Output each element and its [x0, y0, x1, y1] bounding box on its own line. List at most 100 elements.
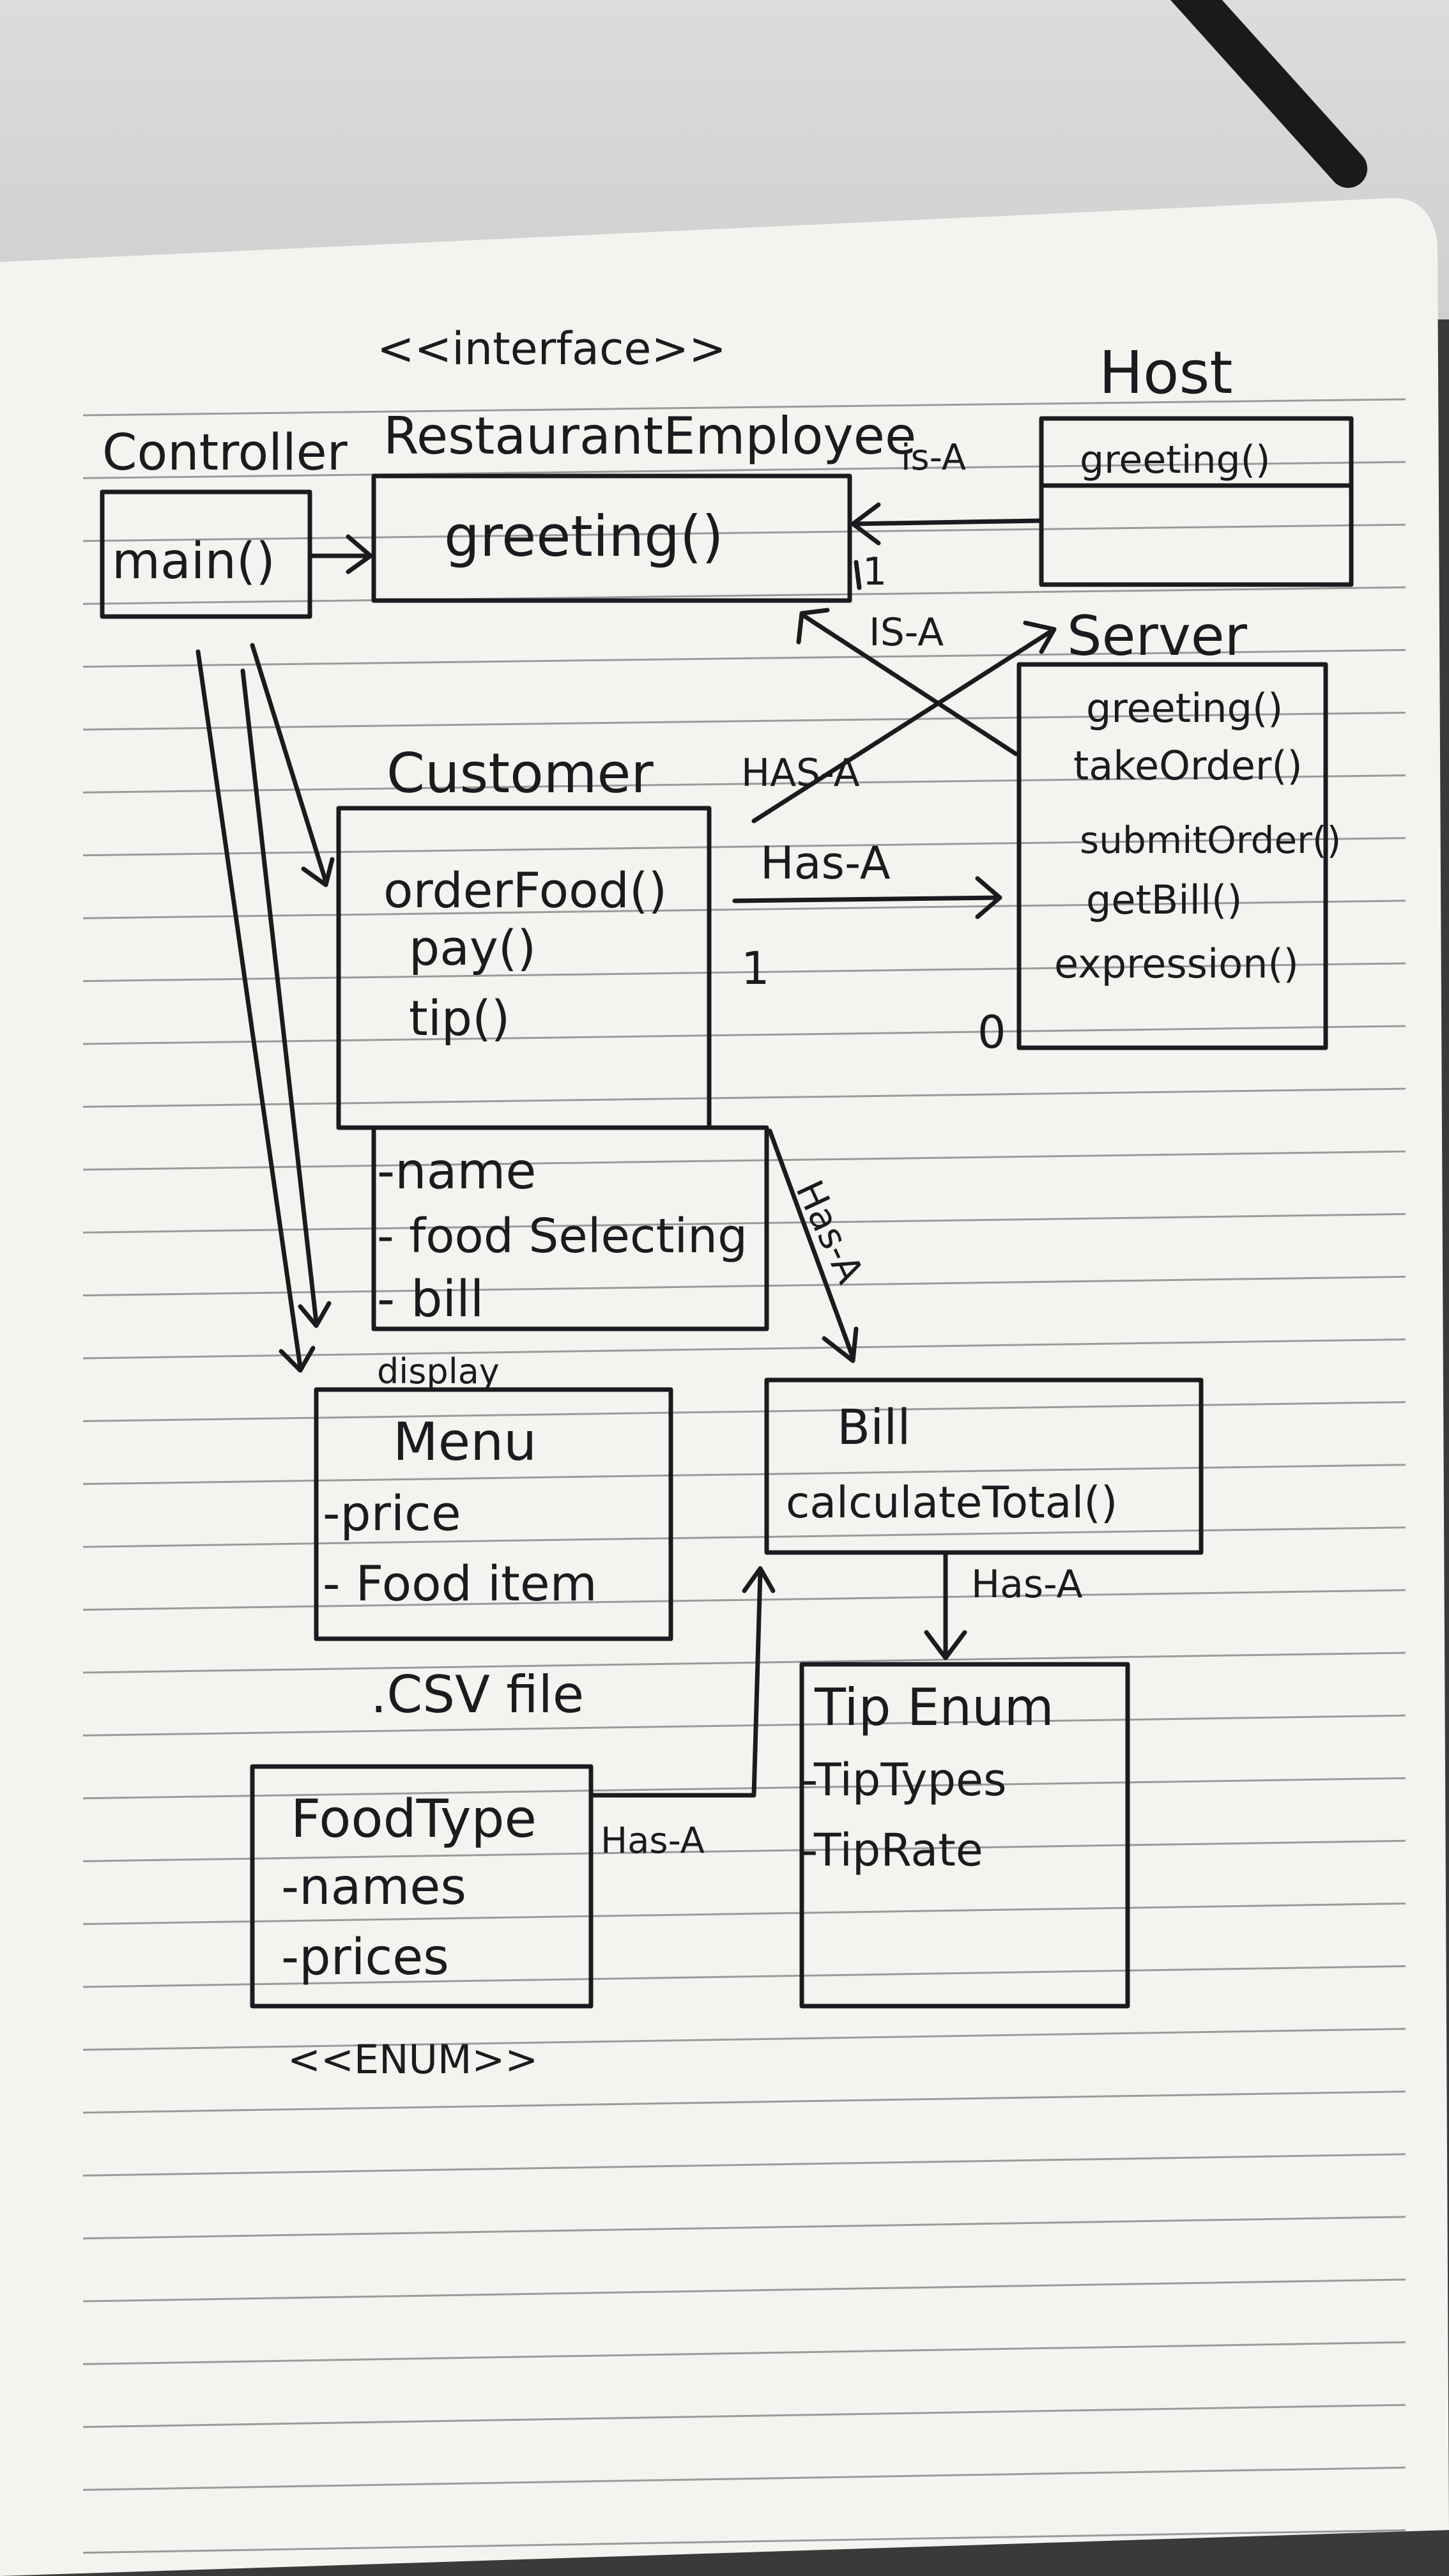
ruled-line: [82, 1965, 1406, 1988]
ruled-line: [82, 712, 1406, 731]
ruled-line: [82, 1401, 1406, 1422]
enum-stereotype: <<ENUM>>: [288, 2036, 538, 2083]
ruled-line: [82, 1464, 1406, 1485]
menu-title: Menu: [393, 1412, 537, 1473]
server-isa-label: IS-A: [869, 610, 944, 655]
bill-method-0: calculateTotal(): [786, 1478, 1117, 1528]
controller-to-menu-arrow-b: [240, 668, 332, 1328]
menu-attribute-1: - Food item: [323, 1555, 597, 1612]
customer-attributes-box: [371, 1125, 769, 1331]
restaurant-employee-box: [371, 473, 852, 603]
customer-server-hasa-upper: [751, 620, 1057, 824]
paper-sheet: [0, 198, 1449, 2576]
ruled-line: [82, 1589, 1406, 1611]
host-title: Host: [1099, 339, 1232, 407]
controller-title: Controller: [102, 424, 348, 482]
bill-box: [764, 1377, 1204, 1555]
customer-title: Customer: [387, 742, 654, 806]
customer-method-2: tip(): [409, 990, 510, 1046]
ruled-line: [82, 648, 1406, 668]
customer-server-hasa-arrow: [732, 876, 1002, 919]
menu-attribute-0: -price: [323, 1485, 461, 1542]
customer-server-hasa-label: Has-A: [760, 837, 891, 889]
display-label: display: [377, 1351, 500, 1392]
server-method-3: getBill(): [1086, 877, 1242, 923]
customer-attribute-0: -name: [377, 1143, 536, 1200]
ruled-line: [82, 774, 1406, 793]
ruled-line: [82, 461, 1406, 479]
ruled-line: [82, 2028, 1406, 2051]
customer-method-1: pay(): [409, 919, 536, 976]
foodtype-bill-hasa-arrow: [588, 1566, 776, 1798]
menu-box: [314, 1387, 673, 1641]
ruled-line: [82, 1652, 1406, 1674]
server-title: Server: [1067, 604, 1248, 668]
ruled-line: [82, 2153, 1406, 2177]
foodtype-attribute-1: -prices: [281, 1929, 449, 1986]
customer-method-0: orderFood(): [383, 862, 667, 919]
host-method-0: greeting(): [1080, 438, 1270, 482]
ruled-line: [82, 962, 1406, 983]
customer-attribute-2: - bill: [377, 1271, 484, 1328]
has-a-upper-label: HAS-A: [741, 751, 860, 795]
ruled-line: [82, 2529, 1406, 2554]
customer-bill-hasa-arrow: [767, 1128, 859, 1363]
foodtype-box: [250, 1764, 594, 2009]
ruled-line: [82, 1839, 1406, 1862]
ruled-line: [82, 523, 1406, 542]
server-box: [1016, 662, 1328, 1050]
host-isa-arrow: [850, 502, 1044, 590]
tip-enum-attribute-1: -TipRate: [802, 1824, 983, 1876]
ruled-line: [82, 1777, 1406, 1800]
ruled-line: [82, 1150, 1406, 1171]
ruled-line: [82, 1275, 1406, 1297]
server-isa-line: [796, 608, 1018, 756]
foodtype-attribute-0: -names: [281, 1859, 466, 1916]
bill-tip-hasa-arrow: [924, 1550, 967, 1660]
host-box: [1039, 416, 1354, 587]
restaurant-employee-method-0: greeting(): [444, 503, 724, 569]
ruled-line: [82, 2216, 1406, 2240]
mult-one-customer: 1: [741, 942, 770, 995]
foodtype-title: FoodType: [291, 1789, 537, 1850]
ruled-line: [82, 1087, 1406, 1108]
tip-enum-attribute-0: -TipTypes: [802, 1754, 1007, 1806]
ruled-line: [82, 1902, 1406, 1926]
ruled-line: [82, 1213, 1406, 1234]
restaurant-employee-title: RestaurantEmployee: [383, 406, 916, 466]
server-method-4: expression(): [1054, 940, 1299, 987]
controller-method-0: main(): [112, 533, 275, 590]
bill-title: Bill: [837, 1399, 910, 1455]
host-isa-label: is-A: [901, 437, 966, 479]
server-method-1: takeOrder(): [1073, 742, 1303, 789]
bill-tip-hasa-label: Has-A: [971, 1562, 1083, 1607]
mult-zero-server: 0: [977, 1006, 1006, 1059]
tip-enum-title: Tip Enum: [814, 1678, 1054, 1737]
customer-attribute-1: - food Selecting: [377, 1209, 747, 1264]
ruled-line: [82, 2278, 1406, 2303]
controller-to-customer-arrow: [250, 643, 335, 887]
server-method-0: greeting(): [1086, 685, 1283, 732]
controller-to-employee-arrow: [307, 534, 373, 574]
ruled-line: [82, 900, 1406, 919]
mult-one-employee: 1: [862, 549, 887, 594]
ruled-line: [82, 2090, 1406, 2114]
ruled-line: [82, 586, 1406, 605]
ruled-line: [82, 837, 1406, 857]
ruled-line: [82, 1526, 1406, 1548]
ruled-line: [82, 1338, 1406, 1360]
ruled-line: [82, 1714, 1406, 1736]
ruled-line: [82, 2466, 1406, 2491]
ruled-line: [82, 398, 1406, 417]
ruled-line: [82, 2404, 1406, 2428]
ruled-line: [82, 1025, 1406, 1045]
tip-enum-box: [799, 1662, 1130, 2009]
ruled-lines: [82, 398, 1406, 2554]
interface-stereotype: <<interface>>: [377, 323, 726, 375]
ruled-line: [82, 2341, 1406, 2365]
server-method-2: submitOrder(): [1080, 818, 1341, 862]
foodtype-bill-hasa-label: Has-A: [601, 1820, 705, 1862]
csv-file-label: .CSV file: [371, 1665, 584, 1724]
controller-to-menu-arrow-a: [195, 649, 316, 1373]
